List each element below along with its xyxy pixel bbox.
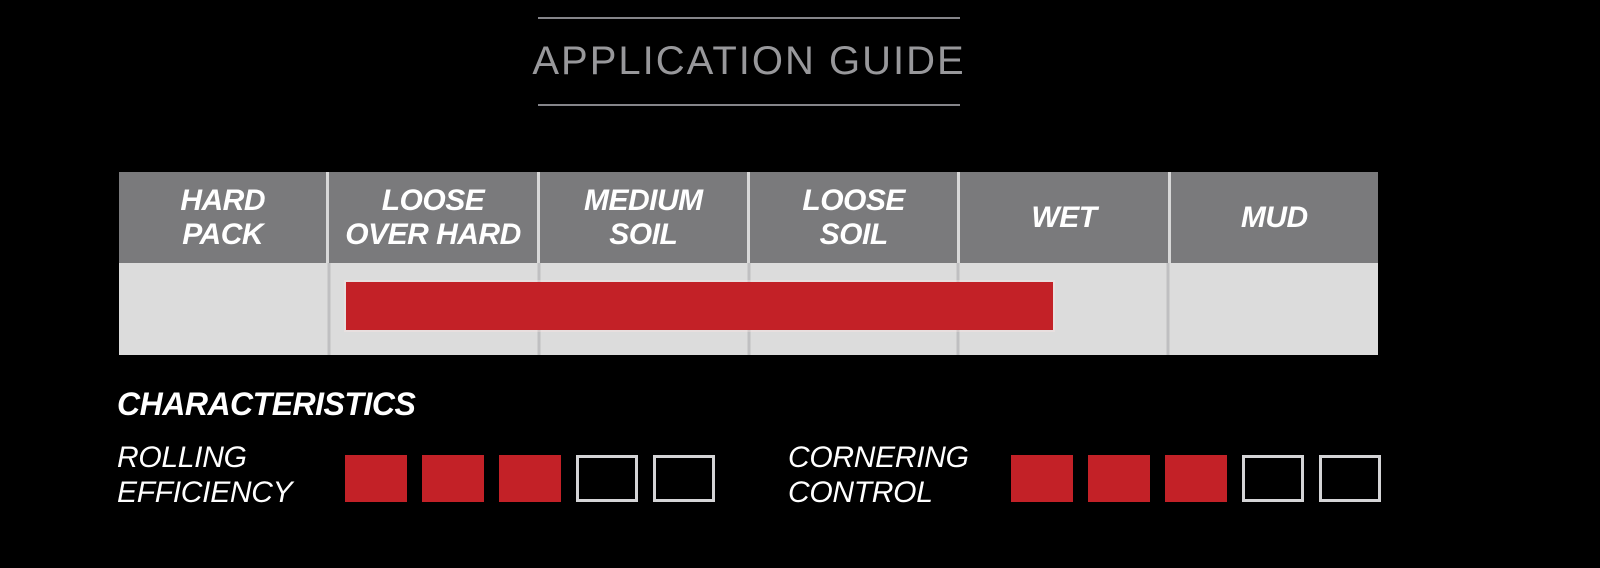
rolling-efficiency-box-1	[345, 455, 407, 502]
rolling-efficiency-box-5	[653, 455, 715, 502]
column-divider	[327, 263, 331, 355]
terrain-header-loose-over-hard: LOOSE OVER HARD	[326, 172, 537, 263]
rolling-efficiency-label: ROLLING EFFICIENCY	[117, 441, 293, 509]
rolling-efficiency-box-2	[422, 455, 484, 502]
terrain-application-table: HARD PACK LOOSE OVER HARD MEDIUM SOIL LO…	[119, 172, 1378, 355]
page-title: APPLICATION GUIDE	[532, 39, 966, 83]
terrain-header-row: HARD PACK LOOSE OVER HARD MEDIUM SOIL LO…	[119, 172, 1378, 263]
rolling-efficiency-box-3	[499, 455, 561, 502]
terrain-header-mud: MUD	[1167, 172, 1378, 263]
application-range-bar	[343, 280, 1055, 332]
cornering-control-box-1	[1011, 455, 1073, 502]
column-divider	[1166, 263, 1170, 355]
terrain-header-loose-soil: LOOSE SOIL	[746, 172, 958, 263]
cornering-control-label: CORNERING CONTROL	[788, 441, 969, 509]
cornering-control-box-4	[1242, 455, 1304, 502]
characteristics-heading: CHARACTERISTICS	[117, 386, 416, 422]
application-guide-title-block: APPLICATION GUIDE	[532, 17, 964, 106]
rolling-efficiency-rating	[345, 455, 715, 502]
cornering-control-rating	[1011, 455, 1381, 502]
cornering-control-box-3	[1165, 455, 1227, 502]
terrain-header-wet: WET	[957, 172, 1168, 263]
terrain-header-hard-pack: HARD PACK	[119, 172, 327, 263]
rolling-efficiency-box-4	[576, 455, 638, 502]
terrain-header-medium-soil: MEDIUM SOIL	[536, 172, 747, 263]
cornering-control-box-5	[1319, 455, 1381, 502]
terrain-range-row	[119, 263, 1378, 355]
cornering-control-box-2	[1088, 455, 1150, 502]
